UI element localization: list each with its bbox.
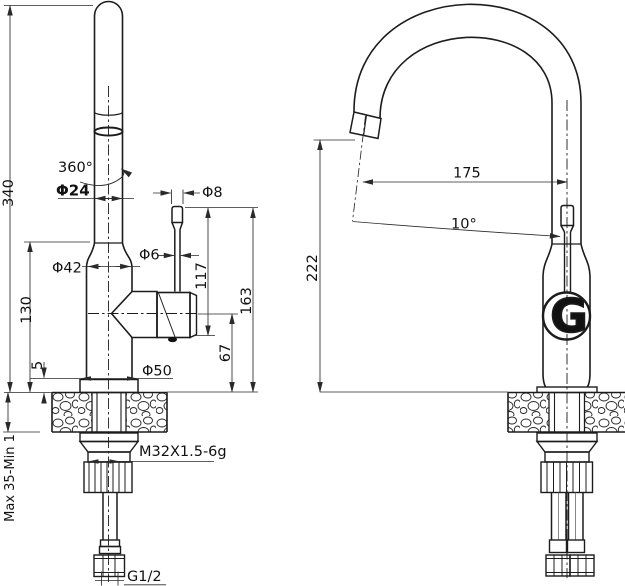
handle-tip xyxy=(171,205,184,224)
gooseneck-outer xyxy=(353,3,582,113)
dim-handle-tip-dia-label: Φ8 xyxy=(202,185,223,201)
dim-handle-top-label: 163 xyxy=(239,287,255,315)
set-screw xyxy=(168,336,177,343)
dim-inlet-thread-label: G1/2 xyxy=(127,569,162,585)
dim-total-height-label: 340 xyxy=(1,179,17,207)
side-view: G xyxy=(305,3,625,578)
aerator-ring xyxy=(93,126,124,137)
dim-flare-height-label: 130 xyxy=(19,296,35,324)
swivel-arrow xyxy=(79,168,133,186)
dim-body-dia-label: Φ42 xyxy=(52,261,82,277)
dim-handle-rod-dia-label: Φ6 xyxy=(139,248,160,264)
spout-tip-seam xyxy=(362,114,368,137)
dim-valve-center-label: 67 xyxy=(218,344,234,362)
front-dimensions xyxy=(3,4,258,586)
dim-handle-span-label: 117 xyxy=(194,262,210,290)
cartridge-body xyxy=(156,291,191,339)
aerator-band-top xyxy=(93,111,124,116)
dim-base-dia-label: Φ50 xyxy=(142,364,172,380)
side-handle-taper-left xyxy=(560,225,566,233)
logo-letter: G xyxy=(550,289,588,343)
side-handle-tip xyxy=(560,204,575,227)
countertop-front xyxy=(51,391,168,433)
side-handle-taper-right xyxy=(569,225,575,233)
mounting-hardware-side xyxy=(535,432,599,577)
dim-spout-dia-label: Φ24 xyxy=(56,182,90,200)
handle-taper-left xyxy=(171,222,176,230)
gooseneck-inner xyxy=(379,36,553,119)
front-view: 340 360° Φ24 Φ42 Φ8 Φ6 117 163 67 130 5 … xyxy=(1,0,258,586)
countertop-side xyxy=(507,391,625,433)
flare-left xyxy=(85,242,96,269)
dim-mount-thread-label: M32X1.5-6g xyxy=(139,444,227,460)
valve-housing xyxy=(110,290,158,339)
side-body-right xyxy=(580,243,591,388)
spout-tube xyxy=(93,0,124,243)
dim-angle-label: 10° xyxy=(451,217,477,233)
handle-taper-right xyxy=(179,222,184,230)
mounting-hardware-front xyxy=(78,432,140,578)
side-body-left xyxy=(542,243,553,388)
dim-base-lip-label: 5 xyxy=(30,361,46,370)
cartridge-cap xyxy=(189,291,198,339)
logo-circle xyxy=(541,291,592,341)
spout-tip xyxy=(349,111,382,140)
flare-right xyxy=(121,242,133,269)
side-dimensions xyxy=(313,139,568,393)
dim-outlet-height-label: 222 xyxy=(305,254,321,282)
dim-deck-range-label: Max 35-Min 1 xyxy=(3,434,18,522)
dim-reach-label: 175 xyxy=(453,166,481,182)
base-plate xyxy=(79,378,139,394)
spout-flow-axis xyxy=(352,115,366,222)
cartridge-seam xyxy=(158,292,176,338)
dim-swivel-label: 360° xyxy=(58,160,93,176)
